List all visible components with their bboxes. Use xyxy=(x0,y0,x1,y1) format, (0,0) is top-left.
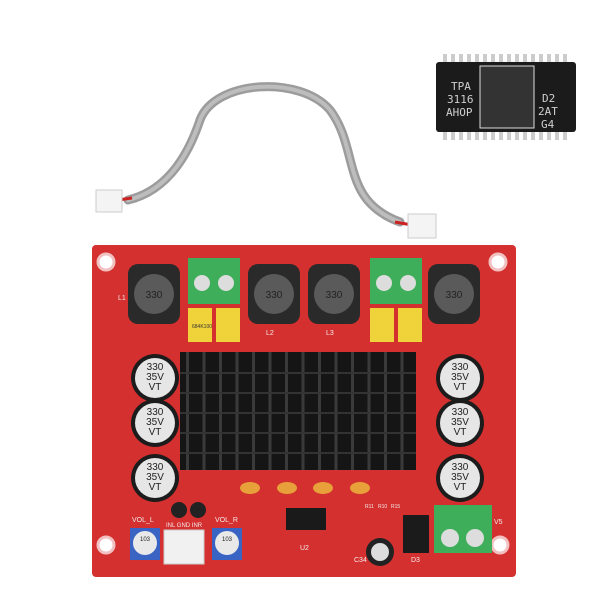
tpa3116-chip: TPA 3116 AHOP D2 2AT G4 xyxy=(436,54,576,140)
capacitor-label: 35V xyxy=(146,417,164,428)
heatsink-fin xyxy=(318,352,321,470)
capacitor-label: 330 xyxy=(147,462,164,473)
svg-text:330: 330 xyxy=(146,290,163,301)
volume-pot-right[interactable]: 103 xyxy=(212,528,242,560)
svg-text:684K100: 684K100 xyxy=(192,324,212,330)
svg-text:R11: R11 xyxy=(365,504,374,510)
svg-text:330: 330 xyxy=(266,290,283,301)
svg-text:AHOP: AHOP xyxy=(446,106,473,119)
power-terminal[interactable] xyxy=(434,505,492,553)
capacitor-label: 330 xyxy=(147,407,164,418)
inductor-l2: 330 L2 xyxy=(248,264,300,337)
capacitor-label: VT xyxy=(149,382,162,393)
yellow-capacitors: 684K100 xyxy=(188,308,422,342)
svg-text:330: 330 xyxy=(326,290,343,301)
heatsink-fin xyxy=(202,352,206,470)
heatsink-fin xyxy=(367,352,371,470)
inductor-right: 330 xyxy=(428,264,480,324)
svg-text:V5: V5 xyxy=(494,519,503,526)
heatsink-fin xyxy=(301,352,305,470)
speaker-terminal-right[interactable] xyxy=(370,258,422,304)
svg-text:G4: G4 xyxy=(541,118,555,131)
capacitor-label: 330 xyxy=(452,362,469,373)
svg-text:INL GND INR: INL GND INR xyxy=(166,523,203,529)
capacitor-label: 35V xyxy=(146,472,164,483)
inductor-l3: 330 L3 xyxy=(308,264,360,337)
capacitor-label: VT xyxy=(454,382,467,393)
svg-text:R10: R10 xyxy=(378,504,387,510)
svg-text:TPA: TPA xyxy=(451,80,471,93)
ic-u2 xyxy=(286,508,326,530)
svg-text:103: 103 xyxy=(222,537,233,543)
cable-connector-right xyxy=(407,213,437,239)
capacitor-label: VT xyxy=(149,482,162,493)
svg-text:330: 330 xyxy=(446,290,463,301)
volume-pot-left[interactable]: 103 xyxy=(130,528,160,560)
inductor-l1: 330 L1 xyxy=(118,264,180,324)
amplifier-board: 330 L1 330 L2 330 L3 330 684K xyxy=(92,245,516,577)
cable-connector-left xyxy=(95,189,123,213)
capacitor-label: VT xyxy=(149,427,162,438)
capacitor-label: 35V xyxy=(451,372,469,383)
input-connector[interactable] xyxy=(163,529,205,565)
svg-text:103: 103 xyxy=(140,537,151,543)
svg-text:L1: L1 xyxy=(118,295,126,302)
svg-text:C34: C34 xyxy=(354,557,367,564)
capacitor-label: 330 xyxy=(452,462,469,473)
heatsink-fin xyxy=(268,352,272,470)
svg-text:L2: L2 xyxy=(266,330,274,337)
svg-text:L3: L3 xyxy=(326,330,334,337)
svg-text:3116: 3116 xyxy=(447,93,474,106)
heatsink-fin xyxy=(285,352,288,470)
heatsink-fin xyxy=(351,352,354,470)
capacitor-label: VT xyxy=(454,427,467,438)
svg-text:2AT: 2AT xyxy=(538,105,558,118)
capacitor-label: 35V xyxy=(146,372,164,383)
capacitor-label: 35V xyxy=(451,472,469,483)
capacitor-label: 330 xyxy=(452,407,469,418)
capacitor-label: 35V xyxy=(451,417,469,428)
svg-text:D3: D3 xyxy=(411,557,420,564)
capacitor-label: 330 xyxy=(147,362,164,373)
heatsink-fin xyxy=(384,352,387,470)
vol-r-label: VOL_R xyxy=(215,517,238,524)
heatsink-fin xyxy=(400,352,404,470)
heatsink-fin xyxy=(186,352,189,470)
capacitor-label: VT xyxy=(454,482,467,493)
svg-text:R15: R15 xyxy=(391,504,400,510)
vol-l-label: VOL_L xyxy=(132,517,154,524)
heatsink-fin xyxy=(219,352,222,470)
svg-text:D2: D2 xyxy=(542,92,555,105)
heatsink-fin xyxy=(235,352,239,470)
heatsink xyxy=(180,352,416,470)
heatsink-fin xyxy=(334,352,338,470)
svg-text:U2: U2 xyxy=(300,545,309,552)
heatsink-fin xyxy=(252,352,255,470)
speaker-cable xyxy=(95,82,437,239)
speaker-terminal-left[interactable] xyxy=(188,258,240,304)
